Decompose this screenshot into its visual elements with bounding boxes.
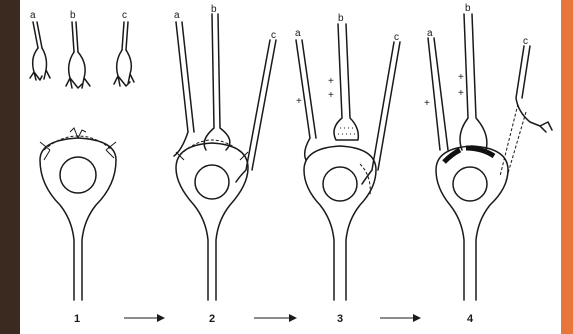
fiber-a: + bbox=[296, 40, 316, 160]
stage4-label-b: b bbox=[465, 3, 471, 14]
stage-4: + + + bbox=[424, 14, 552, 300]
nucleus bbox=[195, 165, 229, 199]
fiber-labels: a b c a b c a b c a b c bbox=[30, 3, 528, 47]
stage2-label-c: c bbox=[271, 30, 276, 41]
svg-text:+: + bbox=[328, 76, 334, 87]
stage-number-1: 1 bbox=[74, 313, 80, 325]
stage3-label-c: c bbox=[394, 32, 399, 43]
stage-number-4: 4 bbox=[467, 313, 474, 325]
stage4-label-a: a bbox=[427, 28, 433, 39]
stage-numbers: 1 2 3 4 bbox=[74, 313, 474, 325]
stage2-label-a: a bbox=[174, 10, 180, 21]
svg-text:+: + bbox=[458, 72, 464, 83]
fiber-b: + + bbox=[458, 14, 487, 150]
nucleus bbox=[323, 167, 357, 201]
neuron-cell-3 bbox=[304, 146, 376, 300]
stage2-label-b: b bbox=[211, 4, 217, 15]
stage-1 bbox=[30, 22, 134, 300]
stage1-label-c: c bbox=[122, 10, 127, 21]
fiber-a: + bbox=[424, 38, 448, 150]
stage1-label-a: a bbox=[30, 10, 36, 21]
fiber-b-growth-cone bbox=[66, 22, 90, 88]
stage3-label-b: b bbox=[338, 13, 344, 24]
fiber-a bbox=[174, 22, 194, 156]
stage-number-2: 2 bbox=[209, 313, 215, 325]
neuron-cell-4 bbox=[436, 146, 508, 300]
fiber-c bbox=[362, 42, 400, 184]
fiber-b bbox=[204, 14, 230, 150]
fiber-c-growth-cone bbox=[114, 22, 134, 86]
stage-2 bbox=[174, 14, 276, 300]
stage1-label-b: b bbox=[70, 10, 76, 21]
stage4-label-c: c bbox=[523, 36, 528, 47]
stage3-label-a: a bbox=[295, 28, 301, 39]
neuron-cell-1 bbox=[40, 128, 116, 300]
fiber-c-retracted bbox=[500, 46, 552, 180]
stage-3: + + + bbox=[296, 24, 400, 300]
stage-number-3: 3 bbox=[337, 313, 343, 325]
fiber-c bbox=[236, 40, 276, 182]
neuron-cell-2 bbox=[176, 140, 248, 300]
nucleus bbox=[453, 167, 487, 201]
fiber-b: + + bbox=[328, 24, 358, 140]
nucleus bbox=[60, 157, 96, 193]
svg-text:+: + bbox=[458, 88, 464, 99]
fiber-a-growth-cone bbox=[30, 22, 50, 80]
svg-text:+: + bbox=[296, 96, 302, 107]
svg-text:+: + bbox=[424, 98, 430, 109]
svg-text:+: + bbox=[328, 90, 334, 101]
